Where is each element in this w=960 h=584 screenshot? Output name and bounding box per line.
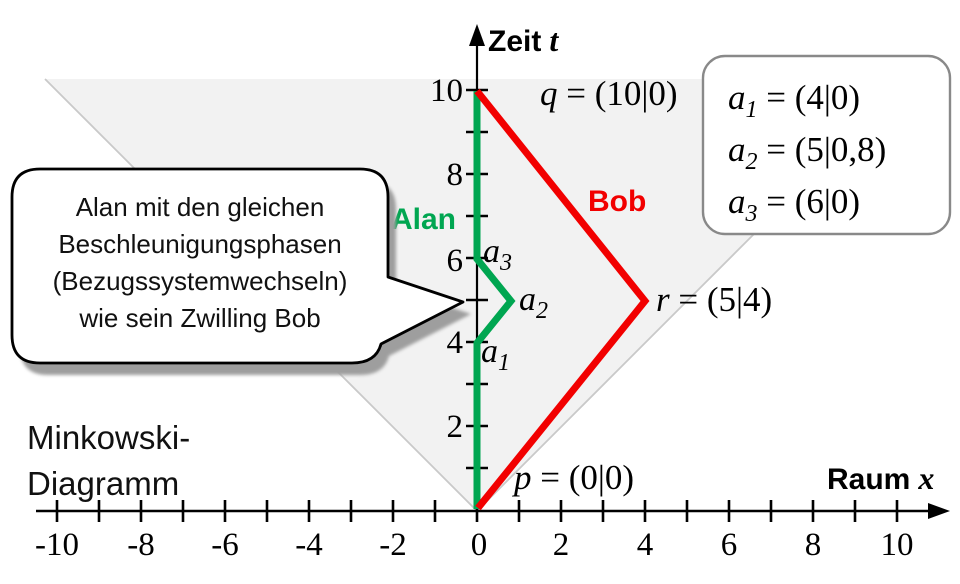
legend-item-a1: a1 = (4|0) — [728, 78, 860, 123]
alan-worldline — [473, 91, 516, 509]
speech-bubble-line: Alan mit den gleichen — [76, 192, 325, 222]
x-tick-label: 10 — [881, 527, 914, 563]
x-tick-label: 2 — [553, 527, 570, 563]
legend-item-a3: a3 = (6|0) — [728, 182, 860, 227]
bob-label: Bob — [588, 185, 646, 218]
caption-line-1: Minkowski- — [27, 419, 190, 456]
point-p-label: p = (0|0) — [511, 458, 634, 497]
y-tick-label: 10 — [430, 73, 463, 109]
point-a3-label: a3 — [483, 233, 512, 276]
y-axis-arrow-icon — [469, 24, 485, 46]
point-r-label: r = (5|4) — [656, 280, 772, 319]
x-tick-label: 0 — [471, 527, 488, 563]
y-tick-label: 4 — [447, 325, 464, 361]
x-tick-label: 4 — [637, 527, 654, 563]
x-tick-label: -10 — [35, 527, 79, 563]
caption-line-2: Diagramm — [27, 465, 179, 502]
speech-bubble — [10, 167, 465, 365]
x-tick-label: -2 — [379, 527, 407, 563]
speech-bubble-line: (Bezugssystemwechseln) — [53, 266, 348, 296]
x-axis-ticks — [55, 500, 899, 522]
bob-worldline — [474, 88, 650, 511]
alan-label: Alan — [391, 203, 456, 236]
x-tick-label: -6 — [211, 527, 239, 563]
speech-bubble-line: wie sein Zwilling Bob — [78, 303, 320, 333]
x-axis-arrow-icon — [928, 503, 950, 519]
x-tick-label: -8 — [127, 527, 155, 563]
y-tick-label: 8 — [447, 157, 464, 193]
point-q-label: q = (10|0) — [540, 74, 678, 113]
y-tick-label: 6 — [447, 243, 464, 279]
x-tick-label: 8 — [805, 527, 822, 563]
x-tick-label: -4 — [295, 527, 323, 563]
legend-item-a2: a2 = (5|0,8) — [728, 130, 886, 175]
y-tick-label: 2 — [447, 409, 464, 445]
speech-bubble-line: Beschleunigungsphasen — [58, 229, 341, 259]
x-tick-label: 6 — [721, 527, 738, 563]
legend-box — [701, 54, 952, 236]
point-a2-label: a2 — [519, 281, 548, 324]
point-a1-label: a1 — [481, 333, 510, 376]
